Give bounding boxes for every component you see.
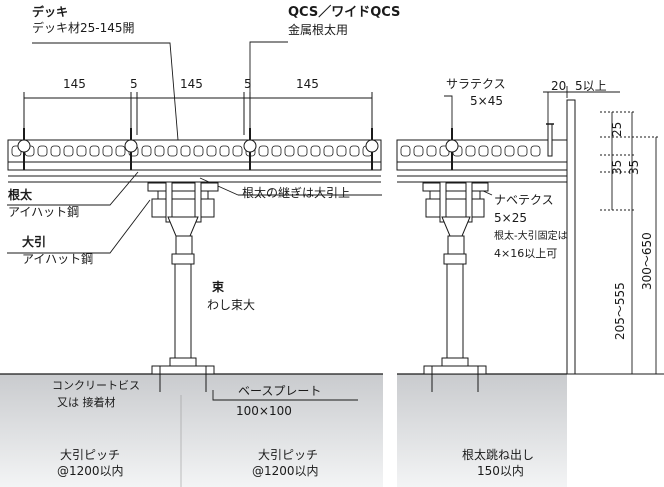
deck-title: デッキ xyxy=(32,5,69,19)
deck-slot xyxy=(258,145,269,157)
top-right-dims xyxy=(548,86,620,98)
deck-slot xyxy=(115,145,126,157)
deck-slot xyxy=(180,145,191,157)
pedestal-right xyxy=(422,181,489,392)
deck-slot xyxy=(37,145,48,157)
concrete-slab-right xyxy=(397,374,567,487)
deck-spec: デッキ材25-145開 xyxy=(32,21,135,35)
pitch-left-line1: 大引ピッチ xyxy=(60,448,121,462)
deck-slot xyxy=(491,145,502,157)
screw-concrete-line1: コンクリートビス xyxy=(52,379,140,392)
beam-spec: アイハット鋼 xyxy=(22,252,94,266)
qcs-sub: 金属根太用 xyxy=(288,23,349,37)
deck-slot xyxy=(206,145,217,157)
joist-spec: アイハット鋼 xyxy=(8,205,80,219)
nabetex-note1: 根太-大引固定は xyxy=(494,231,568,242)
deck-slot xyxy=(504,145,515,157)
nabetex-size: 5×25 xyxy=(494,211,527,225)
vdim-range1: 205〜555 xyxy=(613,282,627,340)
saratex-title: サラテクス xyxy=(446,77,506,91)
pitch-left-line2: @1200以内 xyxy=(57,464,124,478)
dim-145-3: 145 xyxy=(296,77,319,91)
deck-slot xyxy=(102,145,113,157)
deck-slot xyxy=(297,145,308,157)
dim-145-1: 145 xyxy=(63,77,86,91)
joist-right xyxy=(396,161,568,183)
vertical-dimensions xyxy=(600,111,660,375)
deck-slot xyxy=(50,145,61,157)
top-dimension xyxy=(23,92,373,135)
dim-5-1: 5 xyxy=(130,77,138,91)
deck-slot xyxy=(478,145,489,157)
screw-concrete-line2: 又は 接着材 xyxy=(57,396,116,409)
overhang-line2: 150以内 xyxy=(477,464,524,478)
saratex-screw xyxy=(546,123,554,157)
beam-title: 大引 xyxy=(22,235,47,249)
post-spec: わし束大 xyxy=(207,298,256,312)
base-plate-title: ベースプレート xyxy=(238,384,322,398)
deck-slot xyxy=(271,145,282,157)
deck-slot xyxy=(232,145,243,157)
deck-slot xyxy=(530,145,541,157)
deck-boards-left xyxy=(7,139,382,163)
qcs-title: QCS／ワイドQCS xyxy=(288,5,401,20)
deck-slot xyxy=(63,145,74,157)
joist-title: 根太 xyxy=(8,188,33,202)
deck-slot xyxy=(323,145,334,157)
deck-slot xyxy=(167,145,178,157)
deck-slot xyxy=(219,145,230,157)
deck-slot xyxy=(465,145,476,157)
deck-boards-right xyxy=(396,139,568,163)
dim-145-2: 145 xyxy=(180,77,203,91)
vdim-35b: 35 xyxy=(627,159,641,175)
joist-left xyxy=(7,161,382,183)
deck-slot xyxy=(400,145,411,157)
deck-slot xyxy=(76,145,87,157)
deck-slot xyxy=(89,145,100,157)
post-title: 束 xyxy=(212,280,225,294)
deck-slot xyxy=(310,145,321,157)
deck-slot xyxy=(336,145,347,157)
deck-slot xyxy=(154,145,165,157)
dim-5-2: 5 xyxy=(244,77,252,91)
deck-slot xyxy=(284,145,295,157)
building-wall xyxy=(566,99,576,374)
right-dim-5plus: 5以上 xyxy=(575,79,607,93)
vdim-range2: 300〜650 xyxy=(640,232,654,290)
right-dim-20: 20 xyxy=(551,79,567,93)
deck-slot xyxy=(193,145,204,157)
pitch-right-line2: @1200以内 xyxy=(252,464,319,478)
vdim-25: 25 xyxy=(610,121,624,137)
pedestal-left xyxy=(147,181,219,392)
base-plate-size: 100×100 xyxy=(236,404,292,418)
joist-joint-note: 根太の継ぎは大引上 xyxy=(242,186,351,200)
nabetex-note2: 4×16以上可 xyxy=(494,247,558,260)
vdim-35a: 35 xyxy=(610,159,624,175)
nabetex-title: ナベテクス xyxy=(494,193,554,207)
pitch-right-line1: 大引ピッチ xyxy=(258,448,319,462)
saratex-size: 5×45 xyxy=(470,94,503,108)
overhang-line1: 根太跳ね出し xyxy=(462,448,535,462)
concrete-slab-left xyxy=(0,374,383,487)
deck-slot xyxy=(413,145,424,157)
deck-slot xyxy=(349,145,360,157)
leader-lines xyxy=(7,41,549,401)
deck-slot xyxy=(517,145,528,157)
deck-slot xyxy=(141,145,152,157)
deck-slot xyxy=(426,145,437,157)
